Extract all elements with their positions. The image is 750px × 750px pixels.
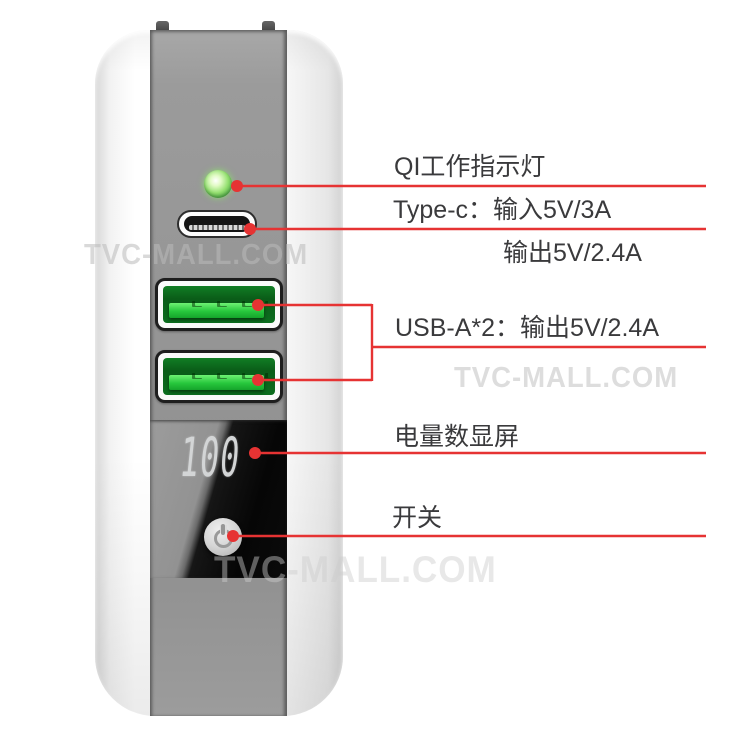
usb-pin xyxy=(245,372,255,378)
watermark-middle: TVC-MALL.COM xyxy=(454,362,679,394)
usb-pin xyxy=(268,372,278,378)
usb-pin xyxy=(245,300,255,306)
usb-pin xyxy=(220,300,230,306)
watermark-bottom: TVC-MALL.COM xyxy=(214,549,497,590)
usb-a-port-2-socket xyxy=(163,358,275,395)
battery-level-value: 100 xyxy=(177,426,244,489)
usb-a-port-2 xyxy=(155,350,283,403)
label-qi-indicator: QI工作指示灯 xyxy=(394,153,546,181)
usb-pin xyxy=(220,372,230,378)
usb-a-port-1 xyxy=(155,278,283,331)
watermark-top: TVC-MALL.COM xyxy=(84,239,309,271)
usb-pin xyxy=(195,372,205,378)
label-typec-output: 输出5V/2.4A xyxy=(503,239,642,267)
usb-a-port-1-socket xyxy=(163,286,275,323)
usb-a-port-2-tongue xyxy=(169,375,264,390)
usb-pin xyxy=(268,300,278,306)
power-icon-stem xyxy=(221,524,225,535)
type-c-port xyxy=(177,210,257,238)
label-typec-input: Type-c：输入5V/3A xyxy=(393,196,612,224)
label-battery-display: 电量数显屏 xyxy=(394,423,520,451)
usb-pin xyxy=(195,300,205,306)
type-c-connector-pin xyxy=(189,224,245,230)
qi-indicator-led-icon xyxy=(204,170,232,198)
usb-a-port-1-tongue xyxy=(169,303,264,318)
type-c-slot xyxy=(184,216,250,232)
label-usb-ports: USB-A*2：输出5V/2.4A xyxy=(395,314,659,342)
label-power-switch: 开关 xyxy=(392,504,443,532)
